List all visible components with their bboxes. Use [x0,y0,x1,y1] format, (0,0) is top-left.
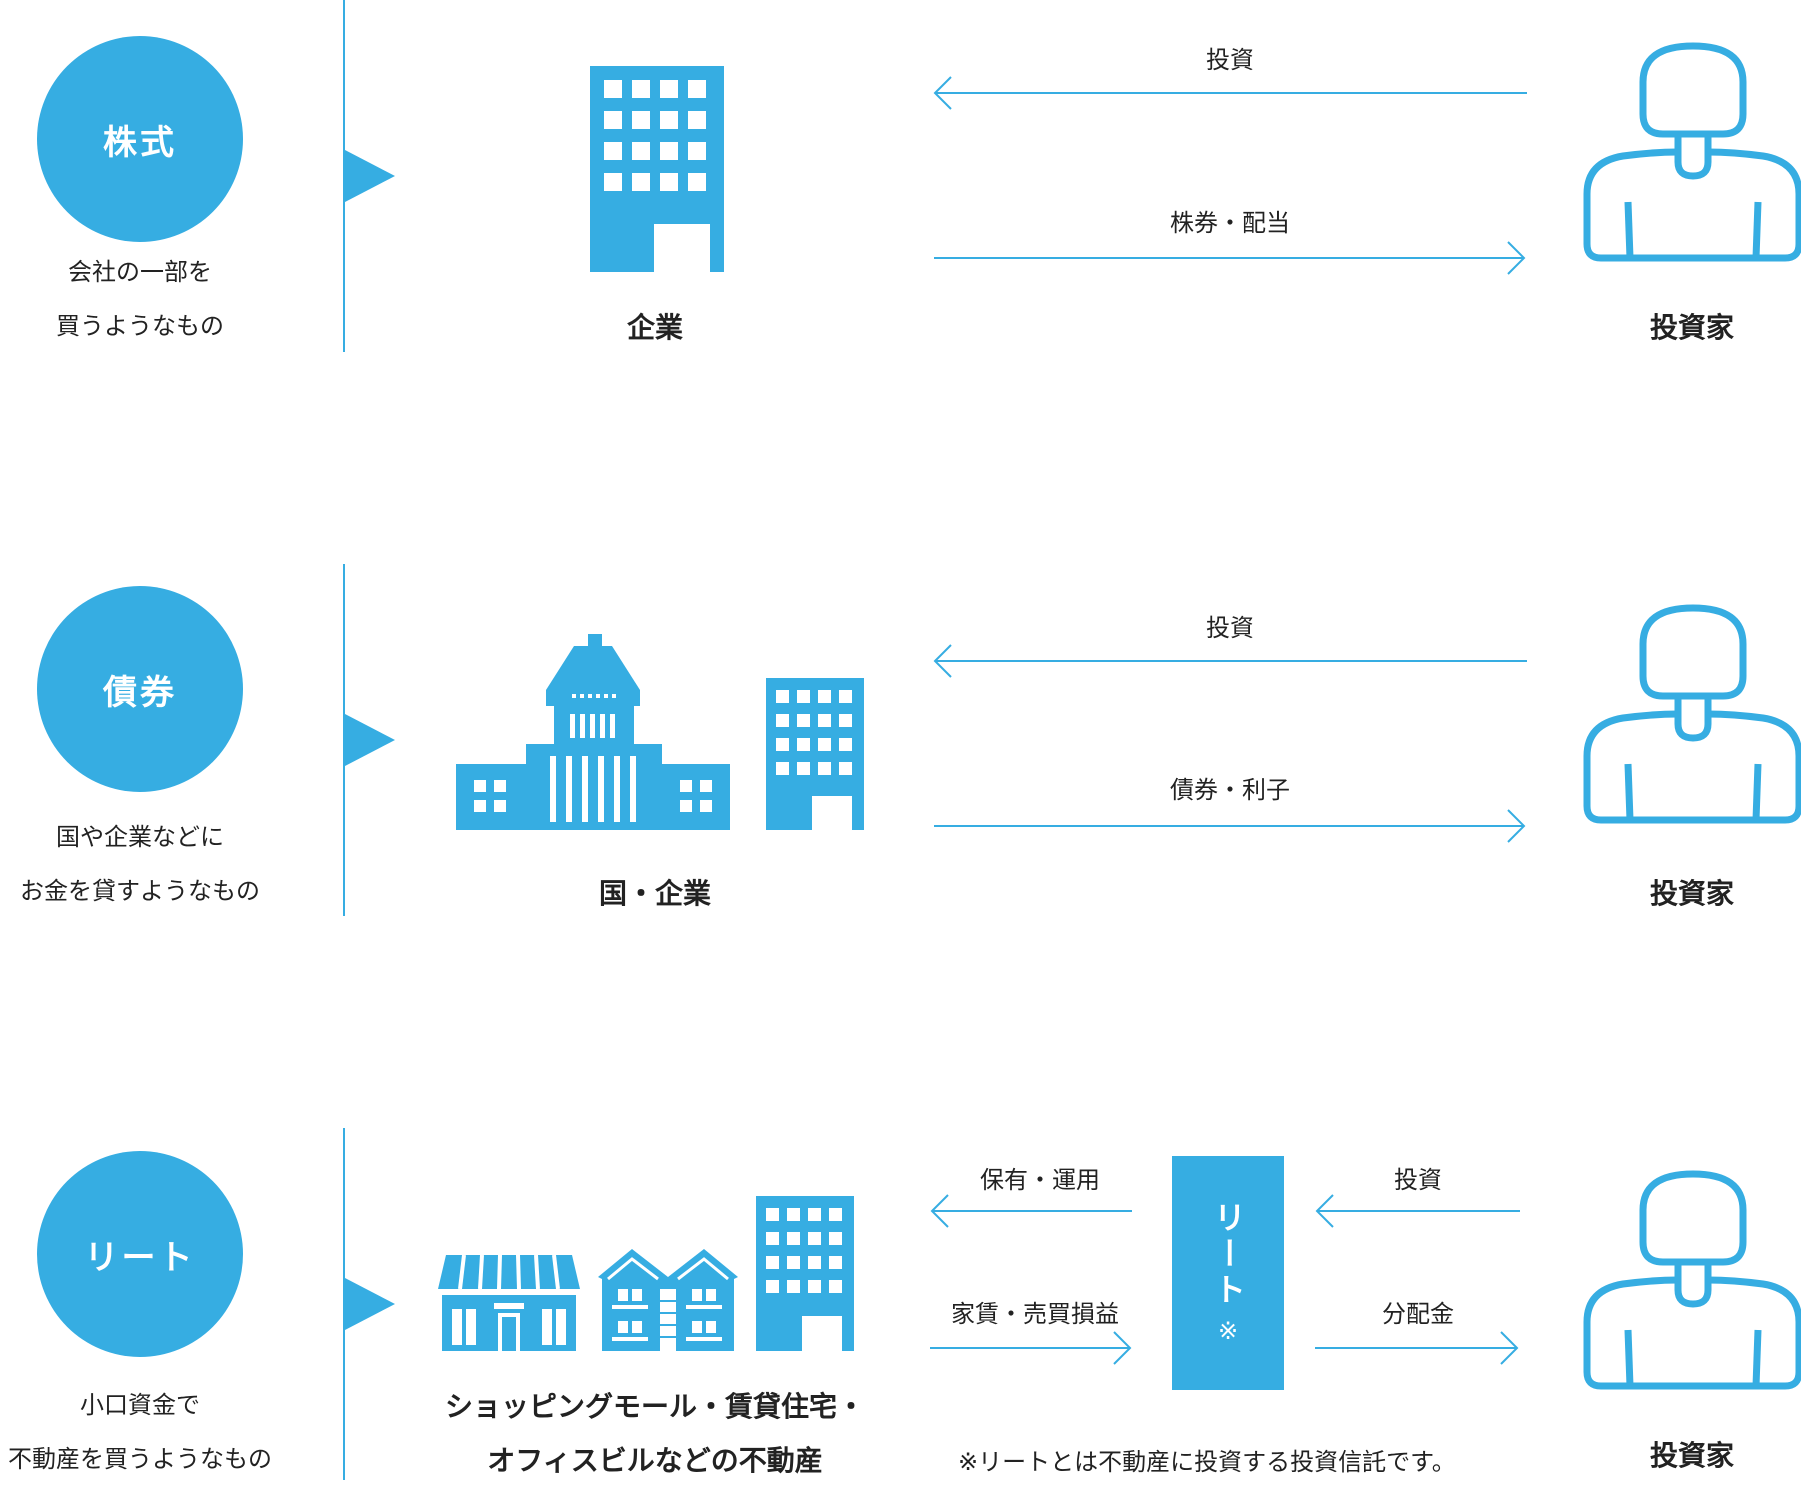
reit-box-mark: ※ [1217,1317,1239,1345]
reit-pointer-triangle [345,1278,395,1330]
bond-arrow-left [933,644,1527,678]
reit-left-arrow-right [930,1331,1132,1365]
investor-person-icon [1583,42,1801,262]
reit-desc-line1: 小口資金で [80,1391,200,1419]
reit-right-arrow-bottom-label: 分配金 [1382,1300,1454,1328]
investor-person-icon [1583,1170,1801,1390]
bond-desc-line2: お金を貸すようなもの [20,877,260,905]
stock-arrow-top-label: 投資 [1206,46,1254,74]
reit-entity-label: ショッピングモール・賃貸住宅・ オフィスビルなどの不動産 [410,1380,900,1488]
bond-arrow-bottom-label: 債券・利子 [1170,776,1290,804]
reit-left-arrow-left [930,1194,1132,1228]
stock-arrow-right [934,241,1526,275]
reit-right-arrow-right [1315,1331,1519,1365]
bond-pointer-triangle [345,714,395,766]
parliament-building-icon [456,634,730,830]
reit-right-arrow-top-label: 投資 [1394,1166,1442,1194]
row-stock: 株式 会社の一部を 買うようなもの 企業 投資 株券・配当 投資家 [0,0,1801,360]
stock-divider [343,0,345,352]
reit-box-label: リート [1209,1201,1247,1309]
reit-box: リート ※ [1172,1156,1284,1390]
stock-entity-label: 企業 [626,311,683,344]
bond-desc-line1: 国や企業などに [56,823,224,851]
reit-desc-line2: 不動産を買うようなもの [8,1445,272,1473]
office-building-icon [766,678,864,830]
bond-divider [343,564,345,916]
office-building-icon [756,1196,854,1351]
reit-right-arrow-left [1315,1194,1520,1228]
bond-investor-label: 投資家 [1649,877,1734,910]
apartment-icon [598,1249,738,1351]
bond-entity-label: 国・企業 [598,877,711,910]
reit-entity-line2: オフィスビルなどの不動産 [487,1444,823,1477]
bond-circle: 債券 [37,586,243,792]
reit-description: 小口資金で 不動産を買うようなもの [0,1378,280,1486]
stock-desc-line1: 会社の一部を [68,258,212,286]
bond-arrow-top-label: 投資 [1206,614,1254,642]
stock-desc-line2: 買うようなもの [56,312,224,340]
stock-investor-label: 投資家 [1649,311,1734,344]
reit-left-arrow-bottom-label: 家賃・売買損益 [951,1300,1119,1328]
bond-arrow-right [934,809,1526,843]
stock-pointer-triangle [345,150,395,202]
investor-person-icon [1583,604,1801,824]
reit-circle: リート [37,1151,243,1357]
reit-footnote: ※リートとは不動産に投資する投資信託です。 [958,1448,1456,1476]
reit-left-arrow-top-label: 保有・運用 [980,1166,1100,1194]
bond-description: 国や企業などに お金を貸すようなもの [0,810,280,918]
stock-arrow-bottom-label: 株券・配当 [1170,209,1290,237]
reit-divider [343,1128,345,1480]
shop-icon [438,1254,580,1351]
row-reit: リート 小口資金で 不動産を買うようなもの [0,1128,1801,1488]
reit-investor-label: 投資家 [1649,1439,1734,1472]
office-building-icon [590,66,724,272]
stock-arrow-left [933,76,1527,110]
reit-entity-line1: ショッピングモール・賃貸住宅・ [444,1390,865,1423]
stock-description: 会社の一部を 買うようなもの [0,245,280,353]
row-bond: 債券 国や企業などに お金を貸すようなもの 国・企 [0,564,1801,924]
stock-circle: 株式 [37,36,243,242]
